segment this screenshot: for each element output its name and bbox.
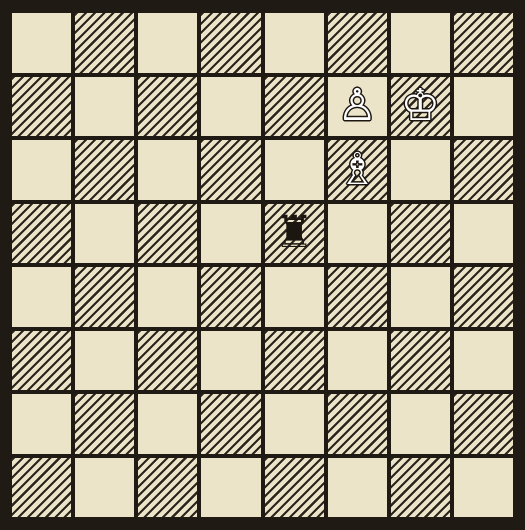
square-b7[interactable] [73,75,136,139]
white-king-icon[interactable]: ♔ [401,84,440,128]
square-e2[interactable] [263,392,326,456]
square-g3[interactable] [389,329,452,393]
square-e5[interactable]: ♜ [263,202,326,266]
square-c7[interactable] [136,75,199,139]
square-h6[interactable] [452,138,515,202]
square-g7[interactable]: ♔ [389,75,452,139]
square-d6[interactable] [199,138,262,202]
square-c2[interactable] [136,392,199,456]
square-d1[interactable] [199,456,262,520]
square-c3[interactable] [136,329,199,393]
square-b1[interactable] [73,456,136,520]
square-g5[interactable] [389,202,452,266]
square-d7[interactable] [199,75,262,139]
square-d2[interactable] [199,392,262,456]
square-e8[interactable] [263,11,326,75]
square-f8[interactable] [326,11,389,75]
square-b3[interactable] [73,329,136,393]
square-f6[interactable]: ♗ [326,138,389,202]
square-a4[interactable] [10,265,73,329]
square-g8[interactable] [389,11,452,75]
square-d4[interactable] [199,265,262,329]
square-b5[interactable] [73,202,136,266]
square-b2[interactable] [73,392,136,456]
square-g6[interactable] [389,138,452,202]
square-e6[interactable] [263,138,326,202]
square-e7[interactable] [263,75,326,139]
square-a2[interactable] [10,392,73,456]
square-h8[interactable] [452,11,515,75]
square-g1[interactable] [389,456,452,520]
square-a3[interactable] [10,329,73,393]
square-c8[interactable] [136,11,199,75]
square-e3[interactable] [263,329,326,393]
black-rook-icon[interactable]: ♜ [274,211,313,255]
white-pawn-icon[interactable]: ♙ [337,84,376,128]
square-a6[interactable] [10,138,73,202]
square-c6[interactable] [136,138,199,202]
square-g4[interactable] [389,265,452,329]
square-g2[interactable] [389,392,452,456]
square-b8[interactable] [73,11,136,75]
square-a5[interactable] [10,202,73,266]
square-f2[interactable] [326,392,389,456]
square-h2[interactable] [452,392,515,456]
square-b6[interactable] [73,138,136,202]
square-a8[interactable] [10,11,73,75]
square-b4[interactable] [73,265,136,329]
square-c5[interactable] [136,202,199,266]
square-f4[interactable] [326,265,389,329]
square-h4[interactable] [452,265,515,329]
square-d8[interactable] [199,11,262,75]
square-h7[interactable] [452,75,515,139]
square-e1[interactable] [263,456,326,520]
square-h5[interactable] [452,202,515,266]
square-a7[interactable] [10,75,73,139]
white-bishop-icon[interactable]: ♗ [337,148,376,192]
square-e4[interactable] [263,265,326,329]
square-c4[interactable] [136,265,199,329]
square-a1[interactable] [10,456,73,520]
square-f5[interactable] [326,202,389,266]
square-f7[interactable]: ♙ [326,75,389,139]
square-f3[interactable] [326,329,389,393]
square-h3[interactable] [452,329,515,393]
square-d5[interactable] [199,202,262,266]
square-d3[interactable] [199,329,262,393]
square-h1[interactable] [452,456,515,520]
square-c1[interactable] [136,456,199,520]
square-f1[interactable] [326,456,389,520]
chessboard: ♙ ♔ ♗ ♜ [10,11,515,519]
